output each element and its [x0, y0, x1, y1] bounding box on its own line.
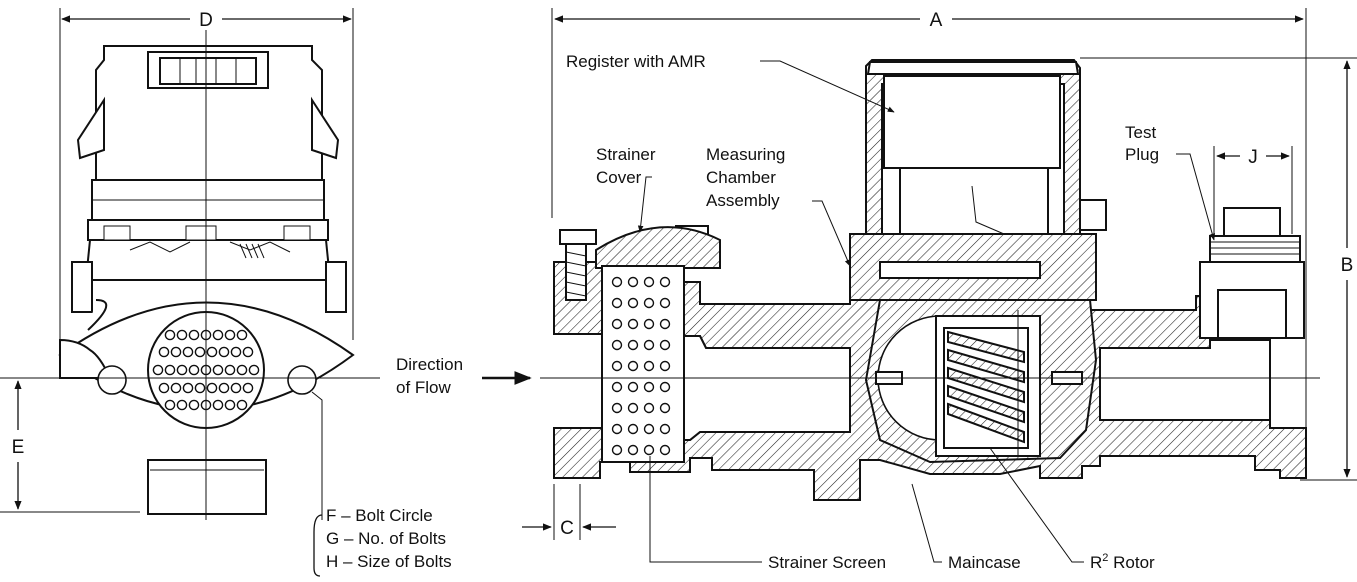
measuring-chamber-label-line3: Assembly [706, 191, 780, 210]
register-leader [760, 60, 891, 111]
test-plug-label-line2: Plug [1125, 145, 1159, 164]
maincase-leader [911, 483, 942, 563]
flow-direction-label-line1: Direction [396, 355, 463, 374]
dimension-d-label: D [199, 10, 213, 31]
bolt-circle-label: F – Bolt Circle [326, 506, 433, 525]
cover-leader [637, 176, 652, 233]
rotor-label-superscript: 2 [1102, 552, 1108, 564]
bolt-size-label: H – Size of Bolts [326, 552, 452, 571]
rotor-label-suffix: Rotor [1108, 553, 1155, 572]
rotor-label: R2 Rotor [1090, 552, 1155, 572]
dimension-a-label: A [930, 10, 943, 31]
rotor-label-prefix: R [1090, 553, 1102, 572]
bolt-count-label: G – No. of Bolts [326, 529, 446, 548]
rotor-icon [943, 310, 1029, 456]
chamber-leader [812, 200, 851, 267]
register-label: Register with AMR [566, 52, 706, 71]
measuring-chamber-label-line1: Measuring [706, 145, 785, 164]
dimension-e-label: E [12, 437, 25, 458]
flow-direction-label-line2: of Flow [396, 378, 452, 397]
strainer-cover-label-line1: Strainer [596, 145, 656, 164]
measuring-chamber-label-line2: Chamber [706, 168, 776, 187]
screen-leader [649, 456, 762, 563]
dimension-j-label: J [1248, 147, 1258, 168]
test-plug-label-line1: Test [1125, 123, 1156, 142]
strainer-screen-label: Strainer Screen [768, 553, 886, 572]
dimension-c-label: C [560, 518, 574, 539]
section-view: A B [522, 8, 1357, 563]
strainer-cover-label-line2: Cover [596, 168, 642, 187]
rotor-leader [989, 447, 1084, 563]
maincase-label: Maincase [948, 553, 1021, 572]
dimension-b-label: B [1341, 255, 1354, 276]
testplug-leader [1176, 153, 1216, 241]
end-view: D [0, 8, 380, 577]
